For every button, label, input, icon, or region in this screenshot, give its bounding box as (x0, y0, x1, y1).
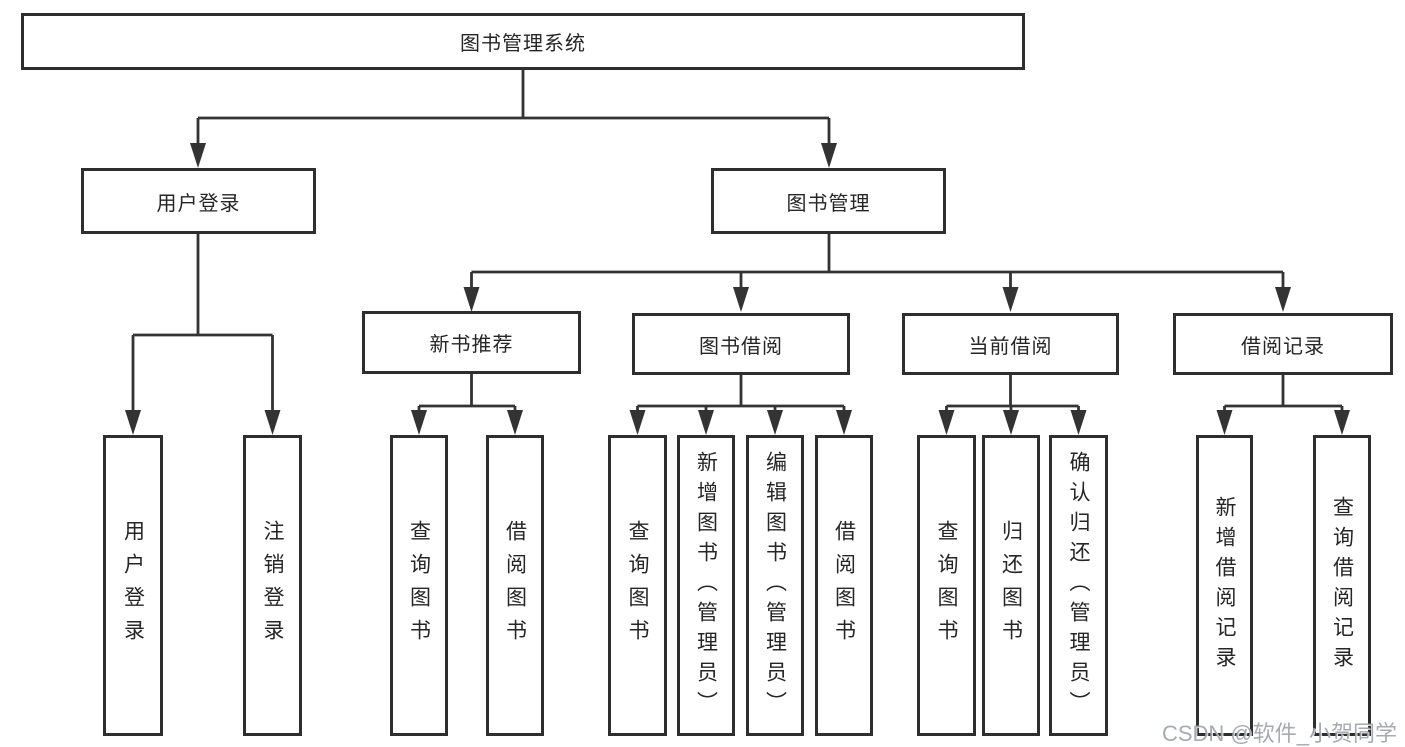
connector-borrow-records-to-leaves (1223, 375, 1344, 418)
node-borrowing-records: 借阅记录 (1173, 313, 1393, 375)
leaf-add-books-admin: 新增图书（管理员） (677, 435, 735, 736)
arrowhead (1334, 410, 1350, 435)
arrowhead (733, 287, 749, 312)
connector-new-book-rec-to-leaves (417, 374, 517, 418)
leaf-add-borrow-record: 新增借阅记录 (1196, 435, 1253, 736)
leaf-borrow-books: 借阅图书 (815, 435, 873, 736)
node-book-management: 图书管理 (711, 168, 946, 234)
connector-book-mgmt-to-level3 (470, 234, 1285, 295)
leaf-logout: 注销登录 (243, 435, 302, 736)
arrowhead (821, 143, 837, 168)
node-label: 图书管理 (786, 192, 871, 215)
leaf-borrow-books-rec: 借阅图书 (486, 435, 544, 736)
node-book-borrowing: 图书借阅 (632, 313, 850, 375)
leaf-query-books-borrow: 查询图书 (608, 435, 667, 736)
arrowhead (411, 410, 427, 435)
leaf-query-borrow-record: 查询借阅记录 (1313, 435, 1371, 736)
leaf-edit-books-admin: 编辑图书（管理员） (746, 435, 804, 736)
arrowhead (698, 410, 714, 435)
node-label: 注销登录 (261, 519, 284, 652)
node-label: 图书借阅 (699, 335, 783, 358)
connector-user-login-to-leaves (131, 234, 274, 417)
connector-book-borrow-to-leaves (636, 375, 846, 418)
leaf-query-books-current: 查询图书 (917, 435, 976, 736)
node-label: 图书管理系统 (460, 33, 586, 55)
node-label: 查询借阅记录 (1330, 495, 1354, 676)
node-label: 编辑图书（管理员） (763, 450, 787, 721)
node-label: 借阅图书 (832, 519, 856, 652)
arrowhead (836, 410, 852, 435)
node-label: 借阅图书 (503, 519, 527, 652)
node-user-login: 用户登录 (81, 168, 316, 234)
arrowhead (938, 410, 955, 435)
arrowhead (125, 410, 141, 435)
leaf-user-login: 用户登录 (103, 435, 163, 736)
arrowhead (1275, 287, 1291, 312)
node-label: 查询图书 (626, 519, 649, 652)
connector-current-borrow-to-leaves (945, 375, 1080, 418)
node-label: 当前借阅 (968, 335, 1053, 358)
leaf-confirm-return-admin: 确认归还（管理员） (1049, 435, 1108, 736)
arrowhead (1002, 287, 1019, 312)
arrowhead (463, 287, 480, 312)
node-label: 新增借阅记录 (1213, 495, 1236, 676)
arrowhead (264, 410, 281, 435)
node-library-management-system: 图书管理系统 (21, 13, 1025, 70)
node-label: 新书推荐 (429, 334, 514, 356)
node-label: 用户登录 (121, 519, 145, 652)
leaf-return-books: 归还图书 (982, 435, 1040, 736)
arrowhead (507, 410, 523, 435)
node-label: 新增图书（管理员） (694, 450, 718, 721)
arrowhead (767, 410, 783, 435)
arrowhead (190, 143, 206, 168)
connector-root-to-level2 (196, 69, 831, 150)
arrowhead (1070, 410, 1087, 435)
node-label: 借阅记录 (1241, 335, 1325, 358)
node-label: 用户登录 (156, 192, 241, 215)
node-label: 确认归还（管理员） (1067, 450, 1090, 721)
node-label: 查询图书 (935, 519, 958, 652)
node-new-book-recommendation: 新书推荐 (362, 311, 581, 374)
node-label: 归还图书 (999, 519, 1023, 652)
watermark-csdn: CSDN @软件_小贺同学 (1161, 721, 1397, 746)
leaf-query-books-rec: 查询图书 (390, 435, 448, 736)
node-current-borrowing: 当前借阅 (902, 313, 1119, 375)
arrowhead (629, 410, 646, 435)
arrowhead (1216, 410, 1233, 435)
arrowhead (1003, 410, 1019, 435)
node-label: 查询图书 (407, 519, 431, 652)
